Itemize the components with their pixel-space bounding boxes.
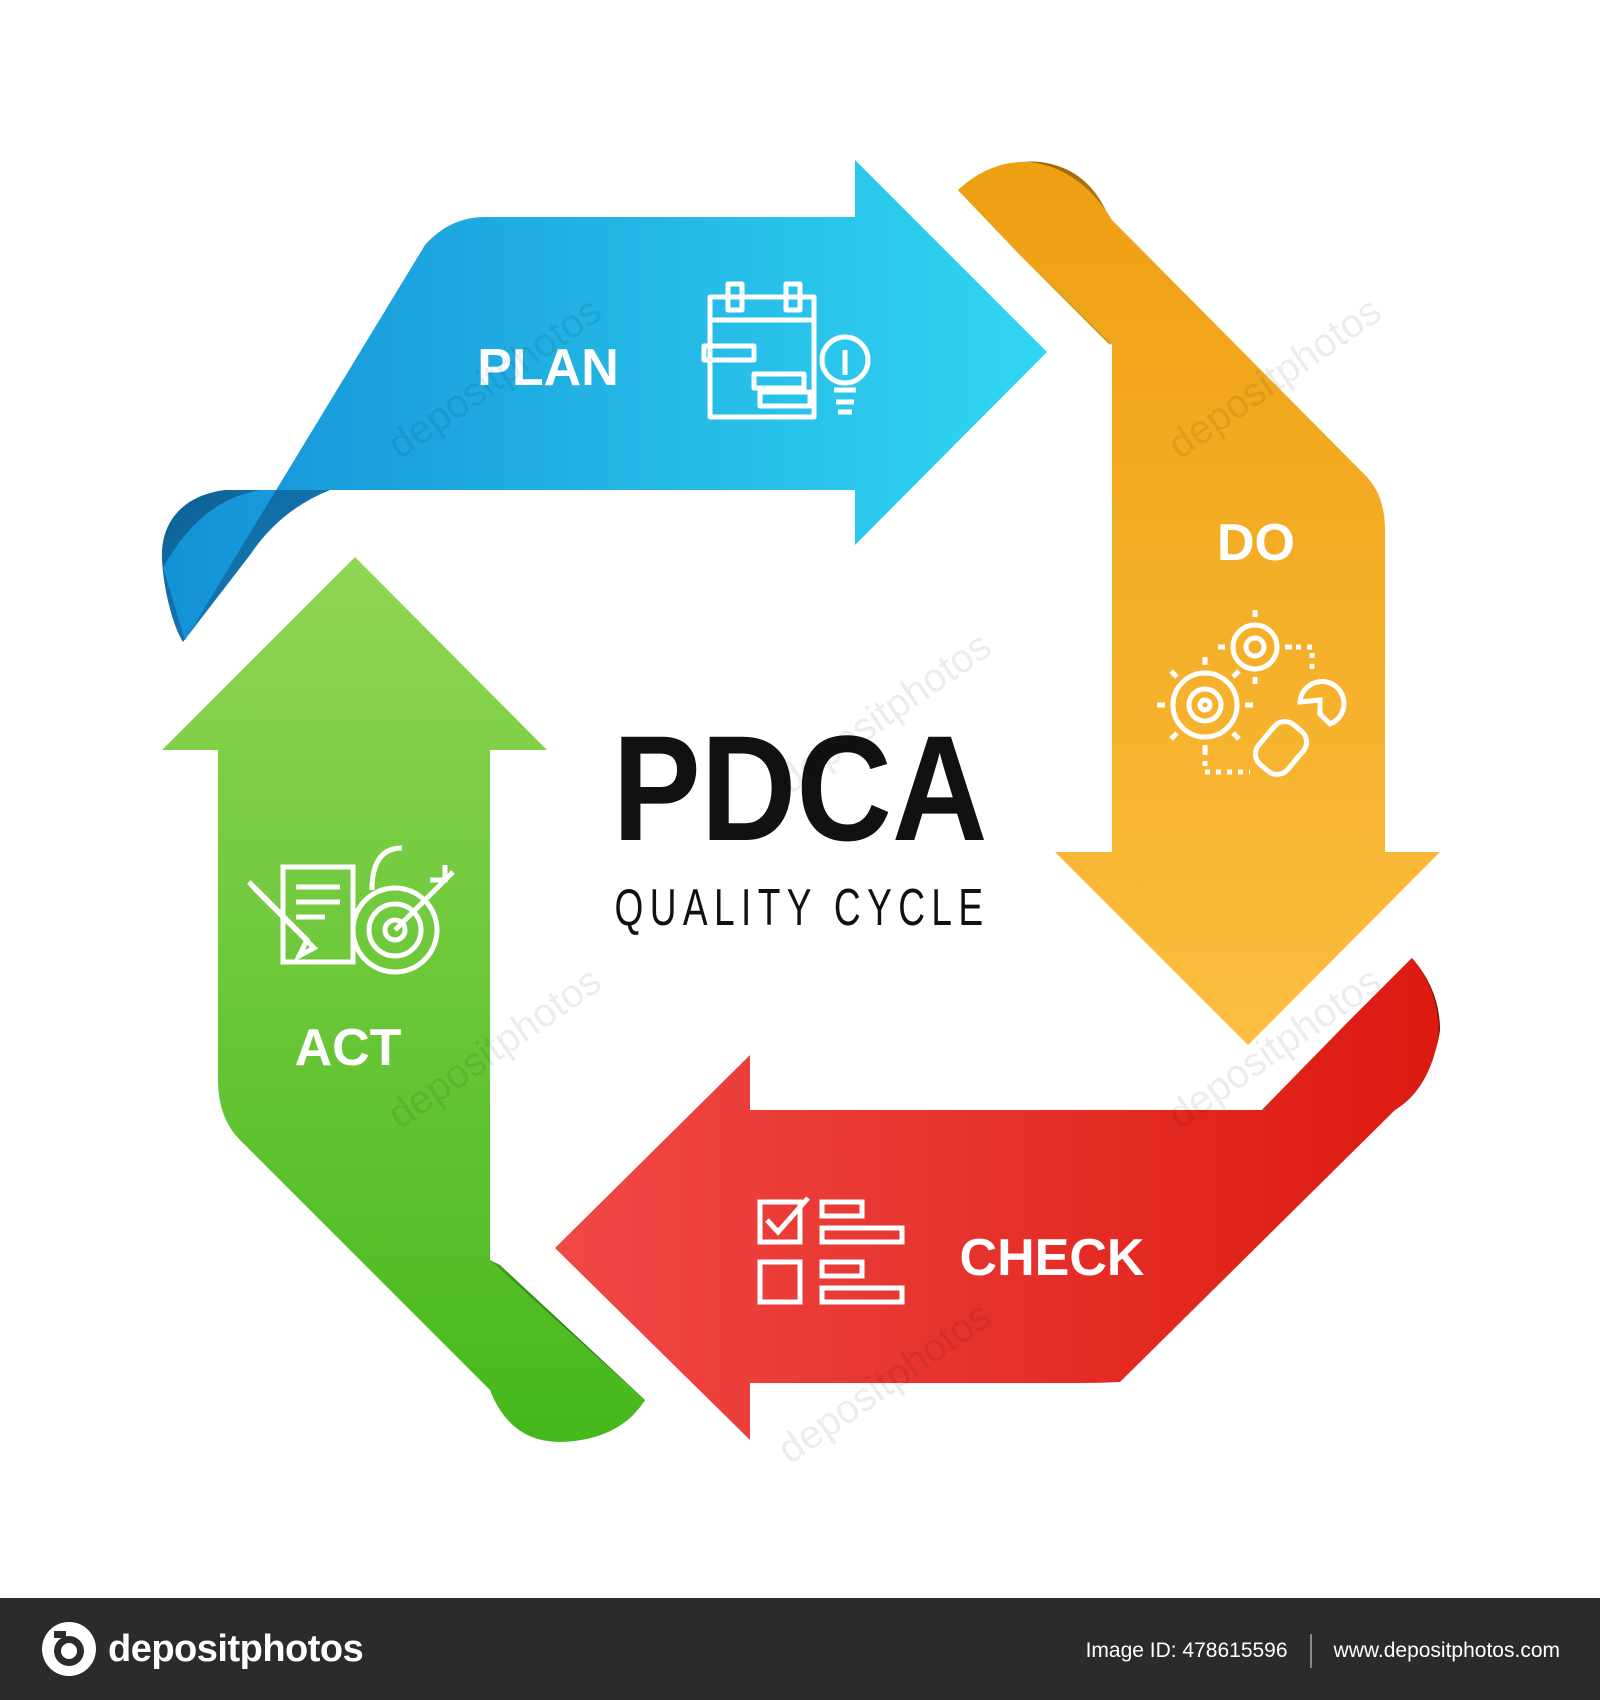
target-plan-icon	[247, 845, 455, 975]
act-arrow-body	[162, 557, 645, 1442]
check-label: CHECK	[960, 1229, 1145, 1287]
diagram-subtitle: QUALITY CYCLE	[615, 879, 990, 937]
plan-arrow: PLAN	[161, 160, 1047, 642]
calendar-idea-icon	[701, 281, 871, 420]
plan-arrow-body	[163, 160, 1047, 640]
image-id: Image ID: 478615596	[1085, 1639, 1288, 1662]
footer-divider	[1309, 1634, 1312, 1668]
gears-wrench-icon	[1157, 610, 1347, 777]
check-arrow-body	[555, 958, 1439, 1440]
footer-meta: Image ID: 478615596 www.depositphotos.co…	[1086, 1634, 1560, 1668]
check-arrow: CHECK	[555, 958, 1440, 1440]
act-label: ACT	[295, 1019, 402, 1077]
do-label: DO	[1217, 514, 1295, 572]
do-arrow: DO	[958, 161, 1440, 1045]
act-arrow: ACT	[162, 557, 645, 1442]
camera-logo-icon	[42, 1622, 96, 1676]
footer-brand[interactable]: depositphotos	[40, 1620, 364, 1678]
footer-bar: depositphotos Image ID: 478615596 www.de…	[0, 1598, 1600, 1700]
pdca-diagram: PLAN DO	[161, 160, 1440, 1472]
site-link[interactable]: www.depositphotos.com	[1333, 1639, 1560, 1662]
footer-brand-text: depositphotos	[108, 1627, 364, 1670]
plan-label: PLAN	[477, 339, 619, 397]
checklist-icon	[757, 1196, 905, 1305]
do-arrow-body	[958, 161, 1440, 1045]
diagram-title: PDCA	[613, 704, 988, 872]
